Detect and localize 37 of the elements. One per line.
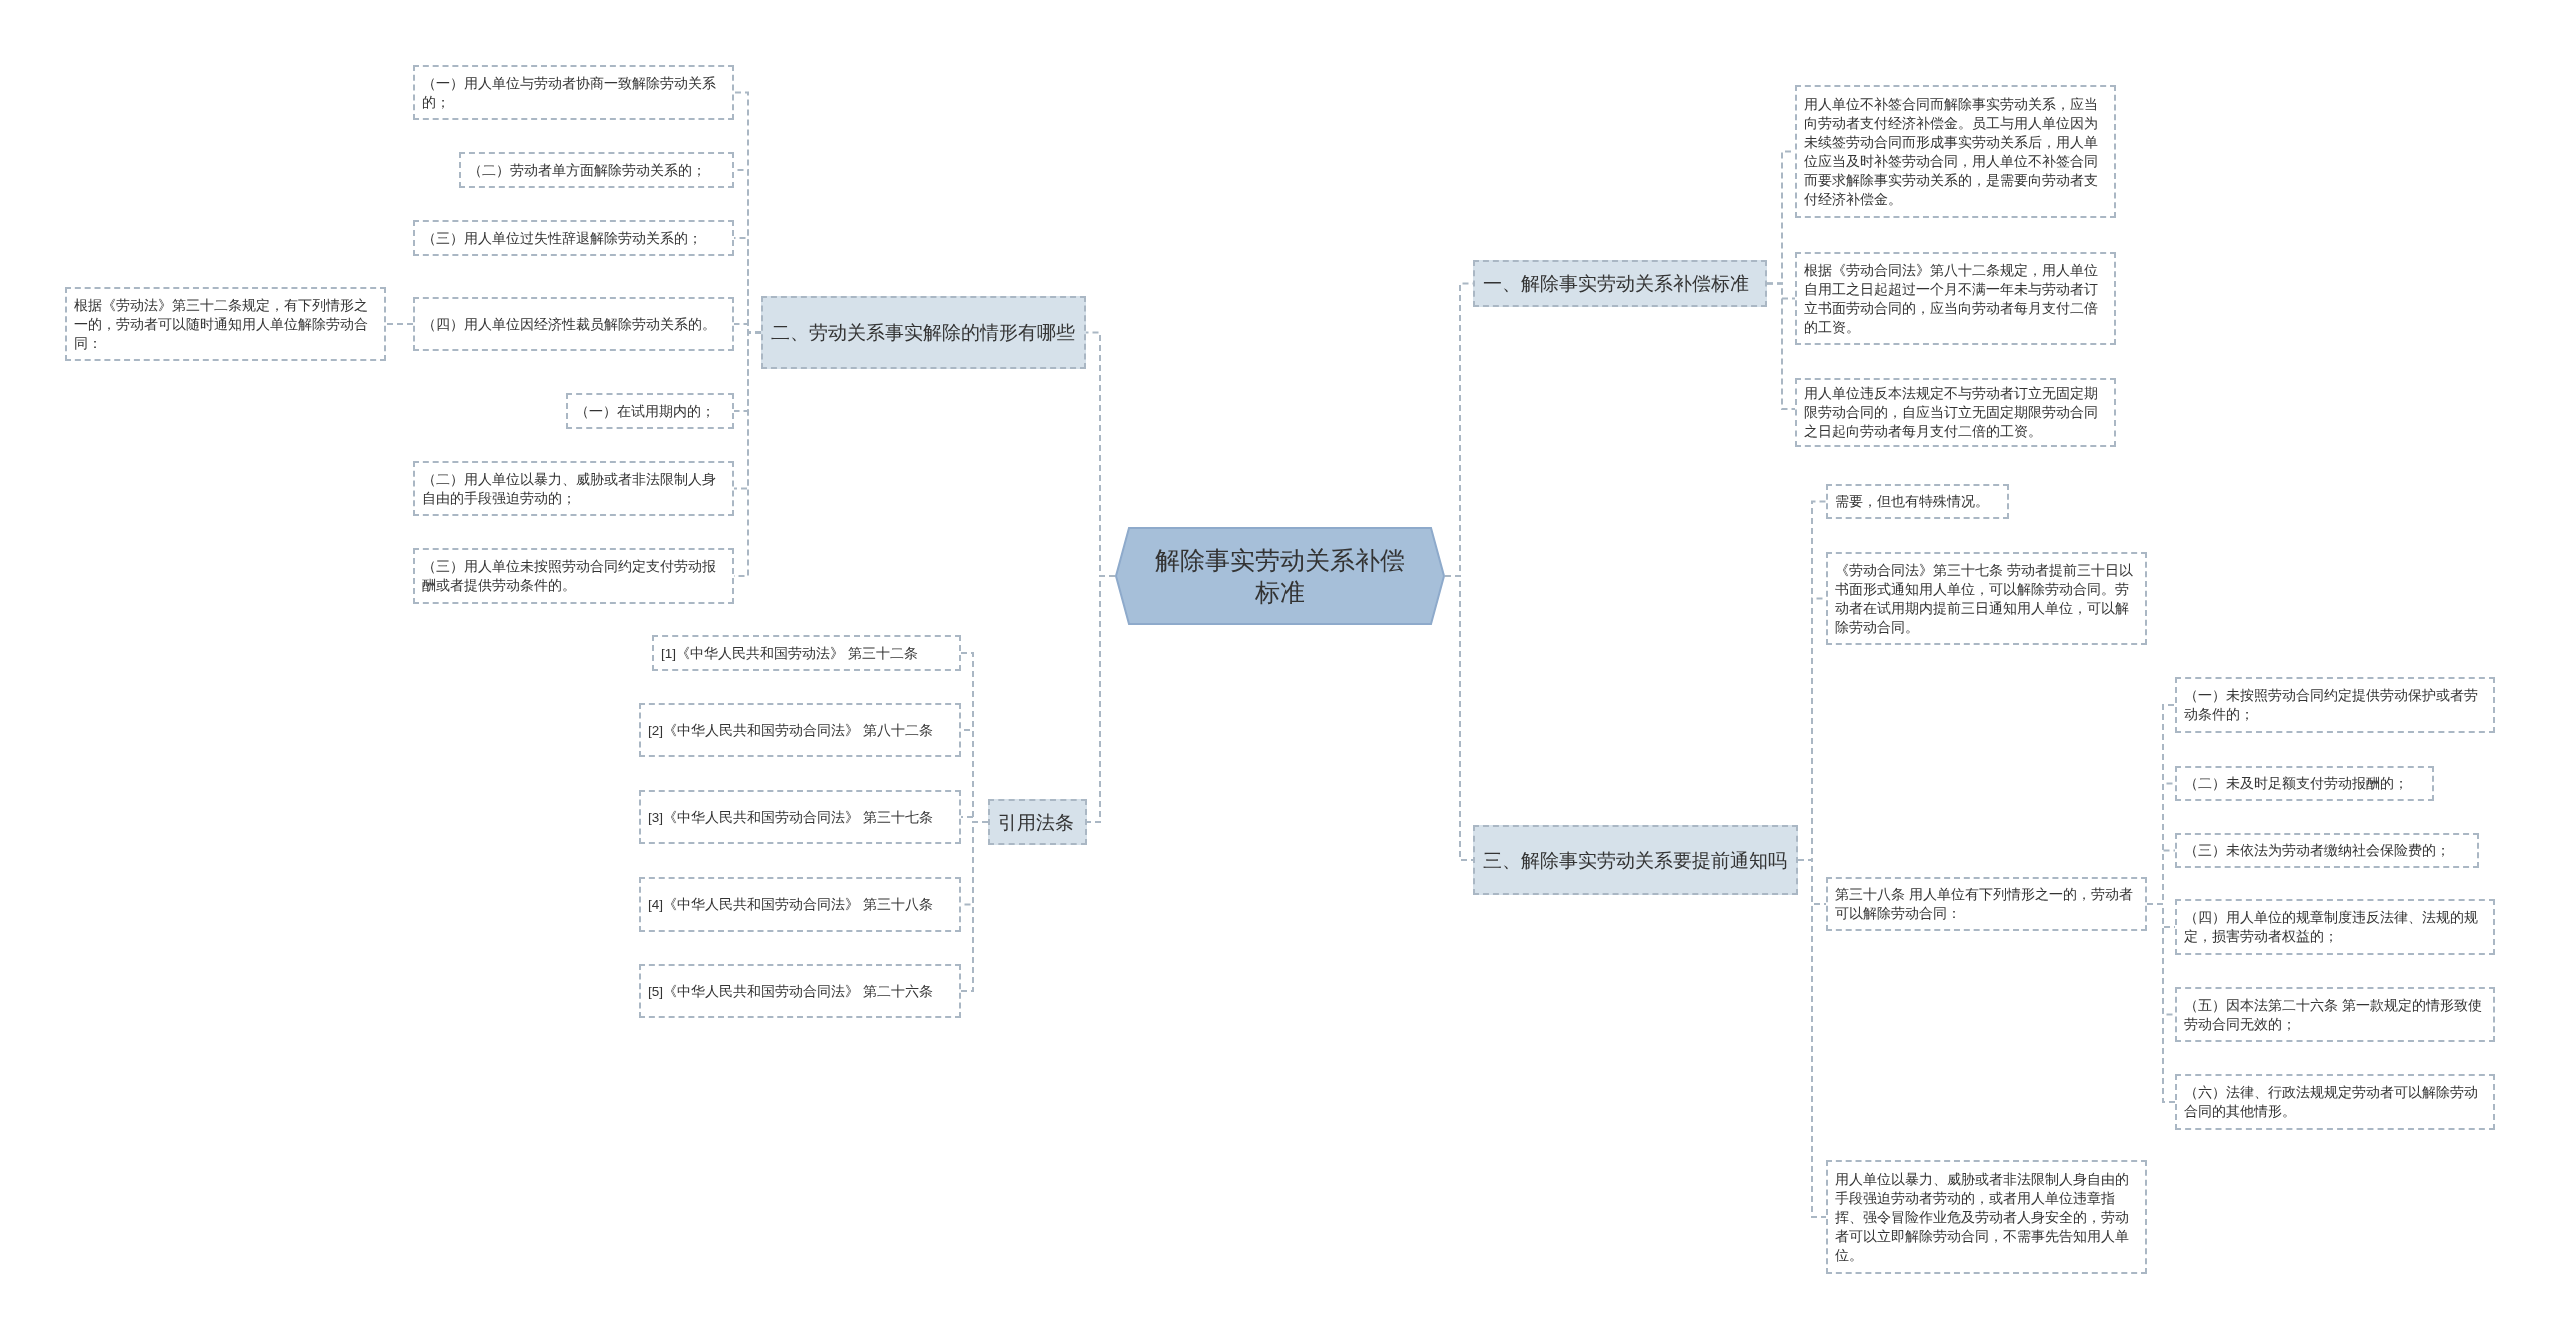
branch-box: 二、劳动关系事实解除的情形有哪些 bbox=[761, 296, 1086, 369]
note-box: [3]《中华人民共和国劳动合同法》 第三十七条 bbox=[639, 790, 961, 844]
connector bbox=[2146, 903, 2176, 1103]
note-box: （一）在试用期内的； bbox=[566, 393, 734, 429]
note-box: （六）法律、行政法规规定劳动者可以解除劳动合同的其他情形。 bbox=[2175, 1074, 2495, 1130]
note-box: （三）用人单位未按照劳动合同约定支付劳动报酬或者提供劳动条件的。 bbox=[413, 548, 734, 604]
note-box: （一）用人单位与劳动者协商一致解除劳动关系的； bbox=[413, 65, 734, 120]
branch-box: 一、解除事实劳动关系补偿标准 bbox=[1473, 260, 1767, 307]
branch-box: 三、解除事实劳动关系要提前通知吗 bbox=[1473, 825, 1798, 895]
note-box: （三）用人单位过失性辞退解除劳动关系的； bbox=[413, 220, 734, 256]
note-box: 需要，但也有特殊情况。 bbox=[1826, 484, 2009, 519]
note-box: 用人单位以暴力、威胁或者非法限制人身自由的手段强迫劳动者劳动的，或者用人单位违章指挥、强令冒险作业危及劳动者人身安全的，劳动者可以立即解除劳动合同，不需事先告知用人单位。 bbox=[1826, 1160, 2147, 1274]
branch-box: 引用法条 bbox=[988, 799, 1087, 845]
note-box: （五）因本法第二十六条 第一款规定的情形致使劳动合同无效的； bbox=[2175, 987, 2495, 1042]
note-box: （二）未及时足额支付劳动报酬的； bbox=[2175, 766, 2434, 801]
note-box: （二）劳动者单方面解除劳动关系的； bbox=[459, 152, 734, 188]
note-box: （二）用人单位以暴力、威胁或者非法限制人身自由的手段强迫劳动的； bbox=[413, 461, 734, 516]
note-box: （四）用人单位的规章制度违反法律、法规的规定，损害劳动者权益的； bbox=[2175, 899, 2495, 955]
note-box: 第三十八条 用人单位有下列情形之一的，劳动者可以解除劳动合同： bbox=[1826, 877, 2147, 931]
connector bbox=[385, 323, 414, 325]
connector bbox=[1086, 575, 1116, 823]
note-box: 用人单位违反本法规定不与劳动者订立无固定期限劳动合同的，自应当订立无固定期限劳动合同之日起向劳动者每月支付二倍的工资。 bbox=[1795, 378, 2116, 447]
central-topic: 解除事实劳动关系补偿标准 bbox=[1115, 527, 1445, 625]
note-box: （一）未按照劳动合同约定提供劳动保护或者劳动条件的； bbox=[2175, 677, 2495, 733]
note-box: [4]《中华人民共和国劳动合同法》 第三十八条 bbox=[639, 877, 961, 932]
note-box: （四）用人单位因经济性裁员解除劳动关系的。 bbox=[413, 297, 734, 351]
note-box: 用人单位不补签合同而解除事实劳动关系，应当向劳动者支付经济补偿金。员工与用人单位因为未续签劳动合同而形成事实劳动关系后，用人单位应当及时补签劳动合同，用人单位不补签合同而要求解除事实劳动关系的，是需要向劳动者支付经济补偿金。 bbox=[1795, 85, 2116, 218]
note-box: 根据《劳动合同法》第八十二条规定，用人单位自用工之日起超过一个月不满一年未与劳动者订立书面劳动合同的，应当向劳动者每月支付二倍的工资。 bbox=[1795, 252, 2116, 345]
note-box: [2]《中华人民共和国劳动合同法》 第八十二条 bbox=[639, 703, 961, 757]
note-box: （三）未依法为劳动者缴纳社会保险费的； bbox=[2175, 833, 2479, 868]
connector bbox=[1766, 282, 1796, 410]
note-box: 《劳动合同法》第三十七条 劳动者提前三十日以书面形式通知用人单位，可以解除劳动合同。劳动者在试用期内提前三日通知用人单位，可以解除劳动合同。 bbox=[1826, 552, 2147, 645]
note-box: [5]《中华人民共和国劳动合同法》 第二十六条 bbox=[639, 964, 961, 1018]
connector bbox=[1444, 575, 1474, 861]
note-box: [1]《中华人民共和国劳动法》 第三十二条 bbox=[652, 635, 961, 671]
connector bbox=[960, 821, 989, 992]
note-box: 根据《劳动法》第三十二条规定，有下列情形之一的，劳动者可以随时通知用人单位解除劳动合同： bbox=[65, 287, 386, 361]
